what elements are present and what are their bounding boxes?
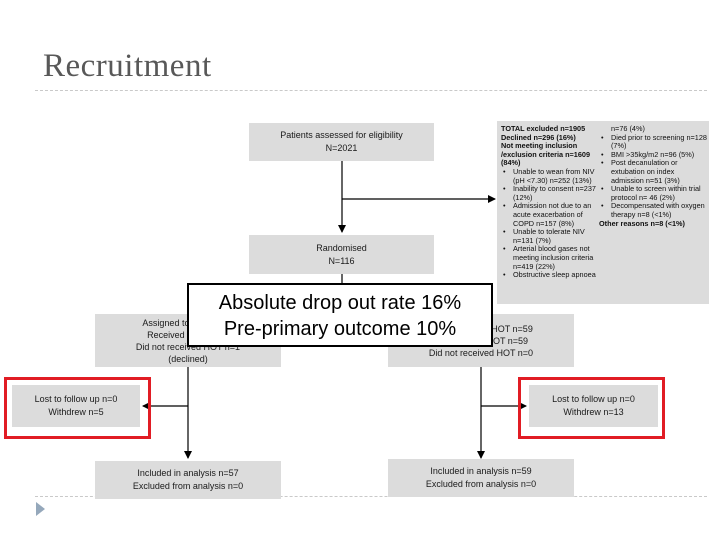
- left-included: Included in analysis n=57: [137, 468, 239, 478]
- assessed-box: Patients assessed for eligibility N=2021: [249, 123, 434, 161]
- right-withdrew: Withdrew n=13: [563, 407, 624, 417]
- left-lost-to-followup: Lost to follow up n=0: [34, 394, 118, 404]
- left-followup-box: Lost to follow up n=0 Withdrew n=5: [12, 385, 140, 427]
- footer-divider: [35, 496, 707, 497]
- slide-title: Recruitment: [43, 48, 212, 84]
- exclusion-item: Inability to consent n=237 (12%): [503, 184, 597, 202]
- right-analysis-box: Included in analysis n=59 Excluded from …: [388, 459, 574, 497]
- assessed-count: N=2021: [325, 143, 358, 153]
- exclusions-box: TOTAL excluded n=1905 Declined n=296 (16…: [497, 121, 709, 304]
- right-included: Included in analysis n=59: [430, 466, 532, 476]
- exclusion-item: Unable to screen within trial protocol n…: [601, 184, 707, 202]
- dropout-callout: Absolute drop out rate 16% Pre-primary o…: [187, 283, 493, 347]
- exclusion-item-continuation: n=76 (4%): [611, 124, 645, 133]
- right-excluded: Excluded from analysis n=0: [425, 479, 537, 489]
- slide-nav-arrow-icon[interactable]: [36, 502, 45, 516]
- randomised-box: Randomised N=116: [249, 235, 434, 274]
- assessed-label: Patients assessed for eligibility: [280, 130, 403, 140]
- randomised-count: N=116: [328, 255, 355, 266]
- exclusion-item: Unable to wean from NIV (pH <7.30) n=252…: [503, 167, 597, 185]
- excluded-other: Other reasons n=8 (<1%): [599, 218, 685, 228]
- exclusion-item: Arterial blood gases not meeting inclusi…: [503, 245, 597, 271]
- left-arm-reason: (declined): [168, 353, 208, 364]
- right-arm-not-received: Did not received HOT n=0: [428, 347, 534, 358]
- randomised-label: Randomised: [316, 242, 367, 253]
- right-followup-highlight: [518, 377, 665, 439]
- exclusion-item: Unable to tolerate NIV n=131 (7%): [503, 227, 597, 245]
- callout-absolute-dropout: Absolute drop out rate 16%: [218, 292, 462, 314]
- excluded-declined: Declined n=296 (16%): [501, 132, 576, 142]
- callout-pre-primary: Pre-primary outcome 10%: [223, 318, 457, 340]
- left-excluded: Excluded from analysis n=0: [132, 481, 244, 491]
- excluded-total: TOTAL excluded n=1905: [501, 124, 586, 133]
- exclusion-item: Admission not due to an acute exacerbati…: [503, 202, 597, 228]
- exclusion-item: Obstructive sleep apnoea: [503, 270, 597, 280]
- excluded-not-meeting: Not meeting inclusion /exclusion criteri…: [501, 141, 591, 168]
- exclusion-item: Decompensated with oxygen therapy n=8 (<…: [601, 201, 707, 219]
- left-analysis-box: Included in analysis n=57 Excluded from …: [95, 461, 281, 499]
- right-lost-to-followup: Lost to follow up n=0: [552, 394, 635, 404]
- exclusion-item: Died prior to screening n=128 (7%): [601, 133, 707, 151]
- right-followup-box: Lost to follow up n=0 Withdrew n=13: [529, 385, 658, 427]
- exclusion-item: BMI >35kg/m2 n=96 (5%): [601, 150, 707, 160]
- left-withdrew: Withdrew n=5: [48, 407, 104, 417]
- title-divider: [35, 90, 707, 91]
- left-followup-highlight: [4, 377, 151, 439]
- exclusion-item: Post decanulation or extubation on index…: [601, 159, 707, 185]
